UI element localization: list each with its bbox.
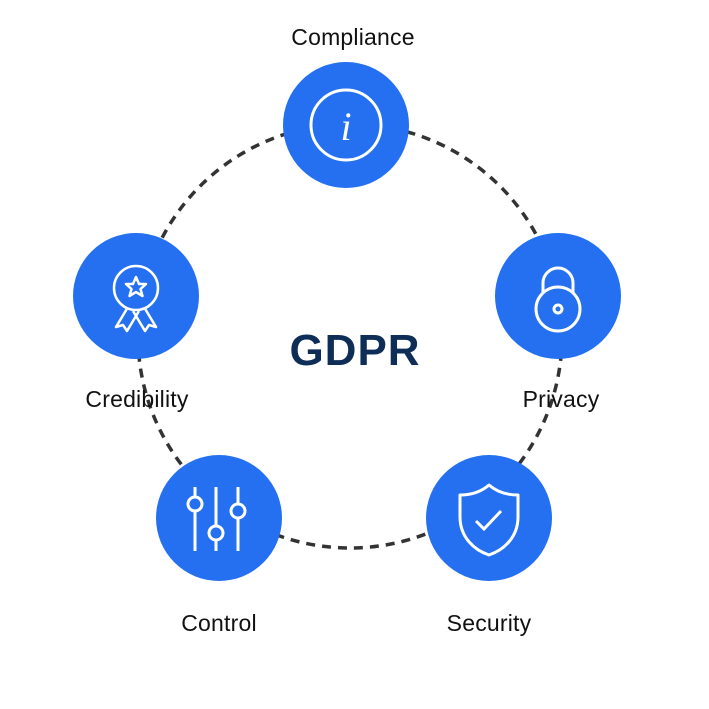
shield-check-icon [458, 483, 520, 557]
info-icon: i [309, 88, 383, 162]
label-privacy: Privacy [522, 386, 600, 412]
label-compliance: Compliance [291, 24, 415, 50]
label-credibility: Credibility [85, 386, 189, 412]
sliders-icon [186, 487, 247, 551]
label-security: Security [446, 610, 532, 636]
node-credibility [73, 233, 199, 359]
node-control [156, 455, 282, 581]
label-control: Control [181, 610, 257, 636]
center-title: GDPR [289, 326, 421, 375]
node-security [426, 455, 552, 581]
svg-text:i: i [340, 104, 351, 149]
node-compliance: i [283, 62, 409, 188]
award-ribbon-icon [112, 264, 160, 333]
padlock-icon [534, 266, 582, 333]
node-privacy [495, 233, 621, 359]
